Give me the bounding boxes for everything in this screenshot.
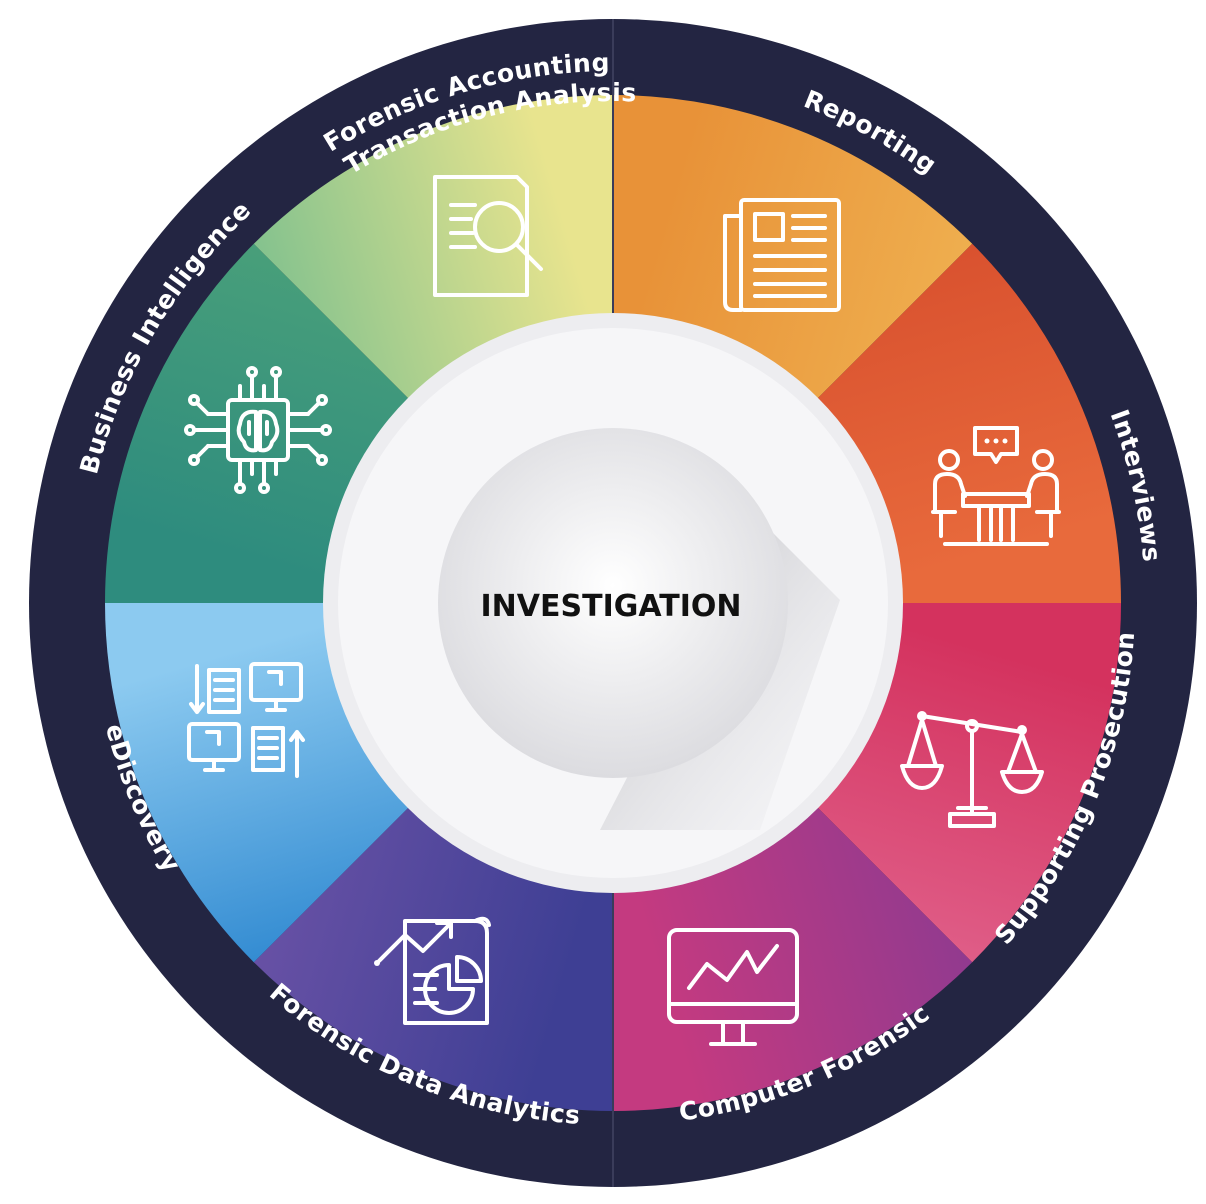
data-transfer-icon — [187, 662, 305, 778]
monitor-chart-icon — [667, 928, 799, 1046]
ai-chip-icon — [184, 366, 332, 494]
scales-icon — [900, 711, 1044, 828]
analytics-report-icon — [374, 916, 491, 1025]
newspaper-icon — [723, 198, 841, 312]
center-title: INVESTIGATION — [481, 589, 742, 624]
document-search-icon — [433, 175, 543, 297]
meeting-icon — [931, 426, 1061, 546]
center-face — [438, 428, 788, 778]
